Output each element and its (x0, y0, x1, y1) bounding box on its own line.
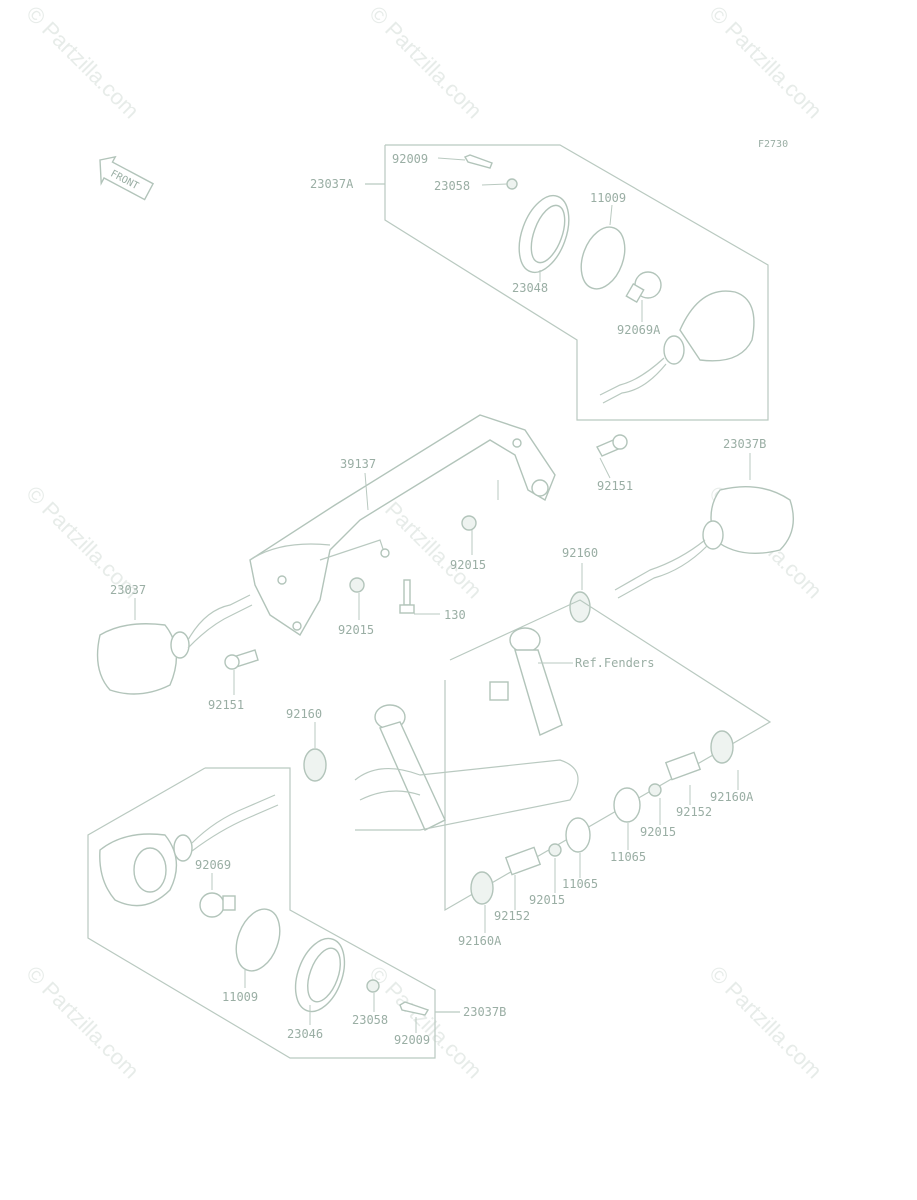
fender-stay: Ref.Fenders (354, 599, 772, 912)
part-label: 92152 (494, 909, 530, 923)
upper-signal-group (365, 144, 769, 421)
watermark: © Partzilla.com (704, 1, 827, 124)
part-label: 92015 (640, 825, 676, 839)
watermark: © Partzilla.com (21, 961, 144, 1084)
part-label: 23037B (723, 437, 766, 451)
watermark: © Partzilla.com (21, 1, 144, 124)
part-label: 23046 (287, 1027, 323, 1041)
lower-signal-group (87, 767, 460, 1059)
part-label: 23058 (434, 179, 470, 193)
part-label: 92015 (529, 893, 565, 907)
part-label: 11009 (222, 990, 258, 1004)
collar-upper (569, 563, 591, 623)
part-label: 23037A (310, 177, 354, 191)
part-label: 92015 (338, 623, 374, 637)
part-label: 23037B (463, 1005, 506, 1019)
part-label: 92151 (208, 698, 244, 712)
left-signal (96, 594, 253, 695)
part-label: 11009 (590, 191, 626, 205)
part-label: 92160A (458, 934, 502, 948)
part-label: 23058 (352, 1013, 388, 1027)
ref-fenders-note: Ref.Fenders (575, 656, 654, 670)
watermark: © Partzilla.com (704, 961, 827, 1084)
front-arrow-icon: FRONT (99, 155, 155, 201)
right-signal (614, 453, 794, 599)
part-label: 11065 (610, 850, 646, 864)
part-label: 11065 (562, 877, 598, 891)
watermark: © Partzilla.com (364, 1, 487, 124)
bracket-assembly (224, 414, 628, 695)
part-label: 92069 (195, 858, 231, 872)
mount-parts-right (470, 730, 739, 933)
part-label: 92160A (710, 790, 754, 804)
part-number-labels: 92009 23037A 23058 11009 23048 92069A 39… (110, 152, 766, 1047)
part-label: 92009 (392, 152, 428, 166)
part-label: 130 (444, 608, 466, 622)
part-label: 92151 (597, 479, 633, 493)
collar-left (303, 722, 327, 782)
part-label: 92160 (562, 546, 598, 560)
part-label: 92069A (617, 323, 661, 337)
part-label: 23048 (512, 281, 548, 295)
part-label: 92152 (676, 805, 712, 819)
part-label: 92160 (286, 707, 322, 721)
part-label: 39137 (340, 457, 376, 471)
diagram-code: F2730 (758, 139, 788, 150)
part-label: 92015 (450, 558, 486, 572)
part-label: 92009 (394, 1033, 430, 1047)
part-label: 23037 (110, 583, 146, 597)
